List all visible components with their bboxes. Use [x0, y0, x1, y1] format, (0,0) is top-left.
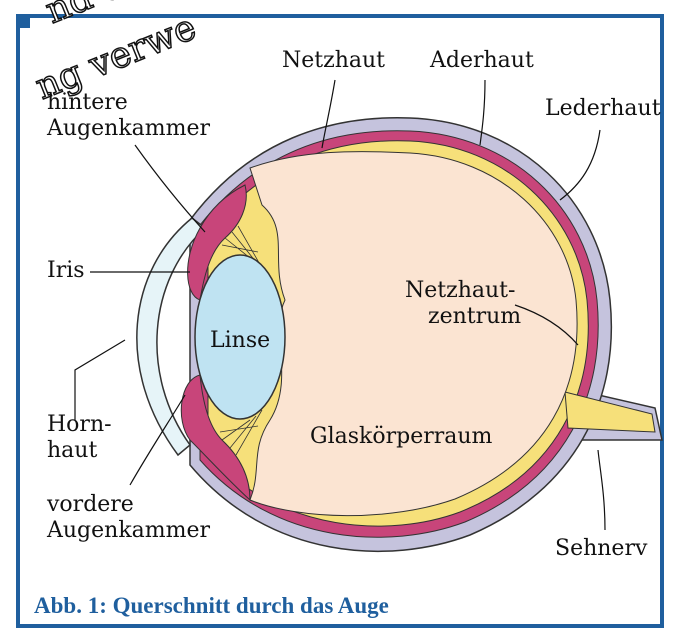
label-linse: Linse: [210, 328, 270, 354]
label-hintere-line2: Augenkammer: [47, 116, 210, 142]
label-glaskoerperraum: Glaskörperraum: [310, 424, 492, 450]
label-lederhaut: Lederhaut: [545, 96, 661, 122]
figure-caption: Abb. 1: Querschnitt durch das Auge: [34, 593, 389, 619]
label-netzhautzentrum-line2: zentrum: [428, 304, 521, 330]
leader-lederhaut: [560, 130, 600, 200]
label-sehnerv: Sehnerv: [555, 536, 647, 562]
leader-sehnerv: [598, 450, 605, 530]
label-vordere-line2: Augenkammer: [47, 518, 210, 544]
label-netzhautzentrum-line1: Netzhaut-: [405, 278, 515, 304]
label-hornhaut-line1: Horn-: [47, 412, 112, 438]
label-netzhaut: Netzhaut: [282, 48, 385, 74]
label-iris: Iris: [47, 258, 85, 284]
label-hornhaut-line2: haut: [47, 438, 97, 464]
label-vordere-line1: vordere: [47, 492, 134, 518]
leader-hornhaut: [75, 340, 125, 420]
label-hintere-line1: hintere: [47, 90, 128, 116]
label-aderhaut: Aderhaut: [430, 48, 534, 74]
